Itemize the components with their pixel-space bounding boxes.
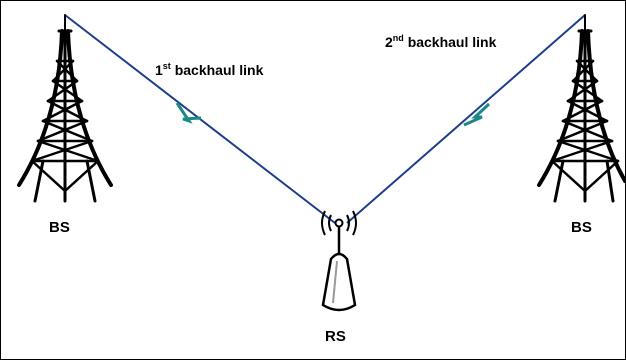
link-1-ordinal: 1 bbox=[155, 62, 163, 78]
link-2-suffix: nd bbox=[392, 33, 404, 43]
link-1-suffix: st bbox=[162, 61, 171, 71]
link-zigzag-2 bbox=[463, 102, 491, 127]
link-2-text: backhaul link bbox=[407, 34, 497, 50]
link-2-ordinal: 2 bbox=[385, 34, 393, 50]
link-label-2: 2nd backhaul link bbox=[385, 33, 496, 50]
rs-antenna-icon bbox=[321, 210, 357, 312]
link-line-2 bbox=[346, 14, 586, 224]
bs-tower-left-icon bbox=[17, 14, 113, 203]
link-1-text: backhaul link bbox=[174, 62, 264, 78]
link-label-1: 1st backhaul link bbox=[155, 61, 263, 78]
bs-left-label: BS bbox=[49, 219, 70, 236]
bs-tower-right-icon bbox=[537, 14, 626, 203]
rs-label: RS bbox=[325, 328, 346, 345]
link-zigzag-1 bbox=[175, 102, 202, 124]
bs-right-label: BS bbox=[571, 219, 592, 236]
